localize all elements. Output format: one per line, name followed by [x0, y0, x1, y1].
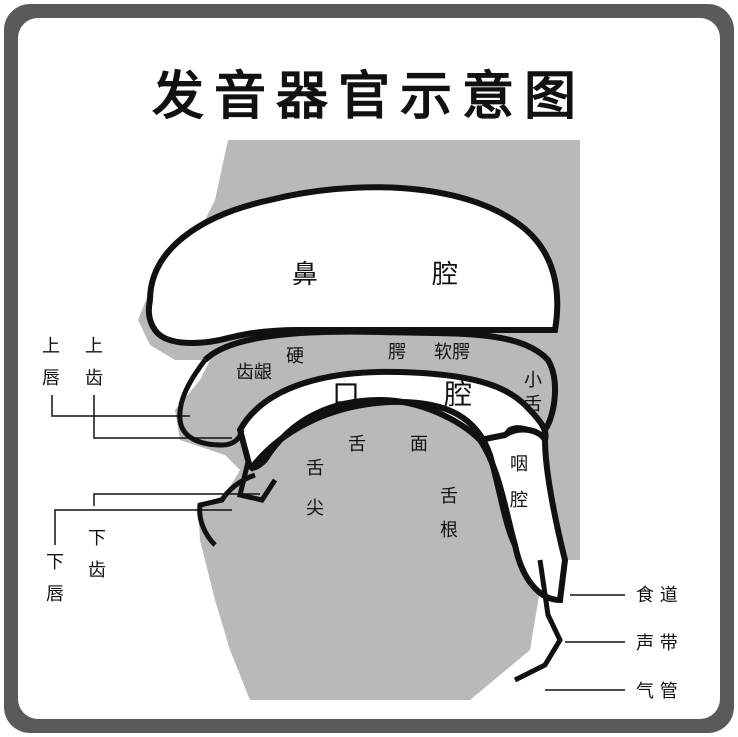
label-tongue-tip-2: 尖 [306, 498, 324, 519]
label-upper-lip-1: 上 [42, 336, 60, 357]
label-lower-teeth-1: 下 [88, 528, 106, 549]
label-tongue-surface-2: 面 [410, 434, 428, 455]
label-upper-lip-2: 唇 [42, 368, 60, 389]
label-upper-teeth-2: 齿 [85, 368, 103, 389]
label-hard-palate-2: 腭 [388, 342, 406, 363]
label-esophagus: 食 道 [636, 585, 678, 606]
label-tongue-root-1: 舌 [440, 486, 458, 507]
label-uvula-1: 小 [524, 370, 542, 391]
label-pharynx-1: 咽 [510, 454, 528, 475]
label-uvula-2: 舌 [524, 394, 542, 415]
diagram-title: 发音器官示意图 [0, 54, 738, 129]
label-vocal-cords: 声 带 [636, 633, 678, 654]
label-oral-2: 腔 [444, 378, 472, 411]
label-lower-lip-2: 唇 [46, 584, 64, 605]
label-lower-lip-1: 下 [46, 552, 64, 573]
label-tongue-tip-1: 舌 [306, 458, 324, 479]
label-soft-palate: 软腭 [434, 342, 470, 363]
label-pharynx-2: 腔 [510, 490, 528, 511]
label-oral-1: 口 [332, 378, 360, 411]
label-gum-ridge: 齿龈 [236, 362, 272, 383]
label-upper-teeth-1: 上 [85, 336, 103, 357]
label-nasal-2: 腔 [432, 260, 458, 290]
label-trachea: 气 管 [636, 681, 678, 702]
label-lower-teeth-2: 齿 [88, 560, 106, 581]
label-tongue-surface-1: 舌 [348, 434, 366, 455]
label-tongue-root-2: 根 [440, 520, 458, 541]
label-nasal-1: 鼻 [292, 260, 318, 290]
label-hard-palate-1: 硬 [286, 346, 304, 367]
